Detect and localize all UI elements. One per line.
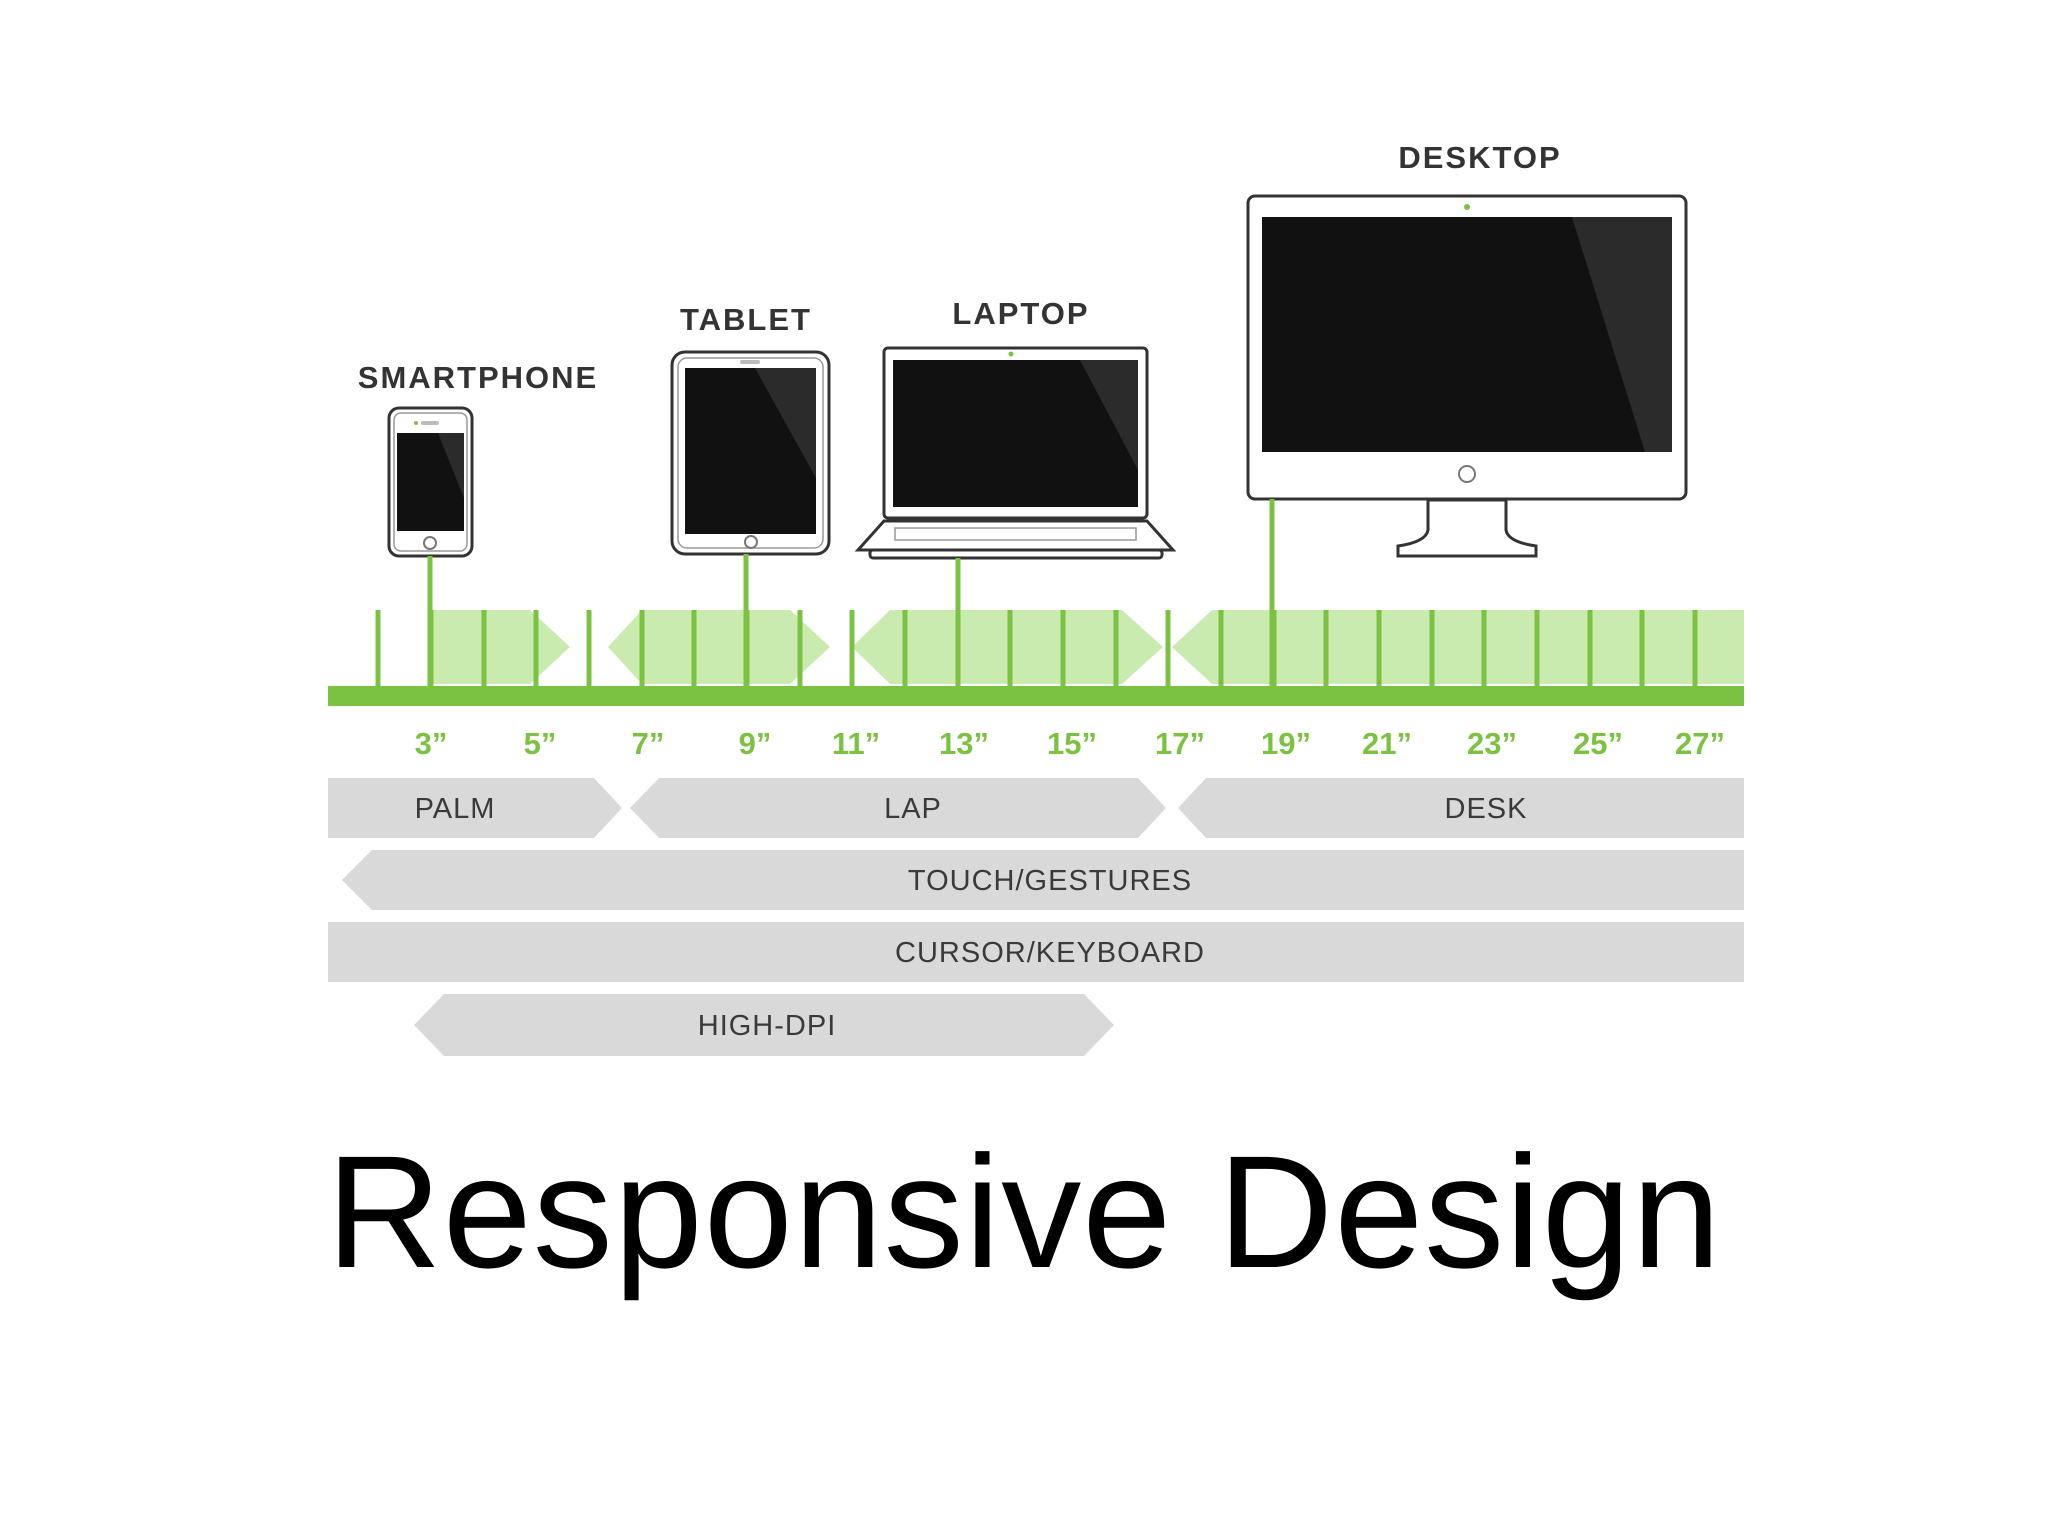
tablet-icon — [672, 352, 829, 554]
tick-label: 11” — [832, 726, 880, 761]
band-label-lap: LAP — [884, 793, 942, 825]
device-label-tablet: TABLET — [680, 302, 812, 337]
device-label-desktop: DESKTOP — [1398, 140, 1561, 175]
band-label-cursor-keyboard: CURSOR/KEYBOARD — [895, 937, 1205, 969]
tick-label: 15” — [1047, 726, 1097, 761]
tick-label: 13” — [939, 726, 989, 761]
band-label-high-dpi: HIGH-DPI — [698, 1010, 837, 1042]
tick-label: 25” — [1573, 726, 1623, 761]
tick-label: 21” — [1362, 726, 1412, 761]
tick-label: 5” — [524, 726, 557, 761]
tick-label: 9” — [739, 726, 772, 761]
range-arrow-desk — [1172, 610, 1744, 684]
device-label-laptop: LAPTOP — [952, 296, 1089, 331]
tick-label: 19” — [1261, 726, 1311, 761]
band-high-dpi: HIGH-DPI — [414, 994, 1114, 1056]
desktop-icon — [1248, 196, 1686, 556]
band-label-palm: PALM — [415, 793, 496, 825]
tick-label: 3” — [415, 726, 448, 761]
band-touch-gestures: TOUCH/GESTURES — [342, 850, 1744, 910]
tick-label: 17” — [1155, 726, 1205, 761]
band-label-touch-gestures: TOUCH/GESTURES — [908, 865, 1192, 897]
tick-label: 23” — [1467, 726, 1517, 761]
laptop-icon — [858, 348, 1173, 558]
band-cursor-keyboard: CURSOR/KEYBOARD — [328, 922, 1744, 982]
band-desk: DESK — [1178, 778, 1744, 838]
tick-label: 7” — [632, 726, 665, 761]
band-label-desk: DESK — [1445, 793, 1528, 825]
band-lap: LAP — [630, 778, 1166, 838]
scale-baseline — [328, 686, 1744, 706]
band-palm: PALM — [328, 778, 622, 838]
tick-labels: 3” 5” 7” 9” 11” 13” 15” 17” 19” 21” 23” … — [415, 726, 1725, 761]
tick-label: 27” — [1675, 726, 1725, 761]
smartphone-icon — [389, 408, 472, 556]
device-label-smartphone: SMARTPHONE — [358, 360, 598, 395]
range-arrow-palm — [431, 610, 570, 684]
slide-title: Responsive Design — [0, 1120, 2048, 1304]
